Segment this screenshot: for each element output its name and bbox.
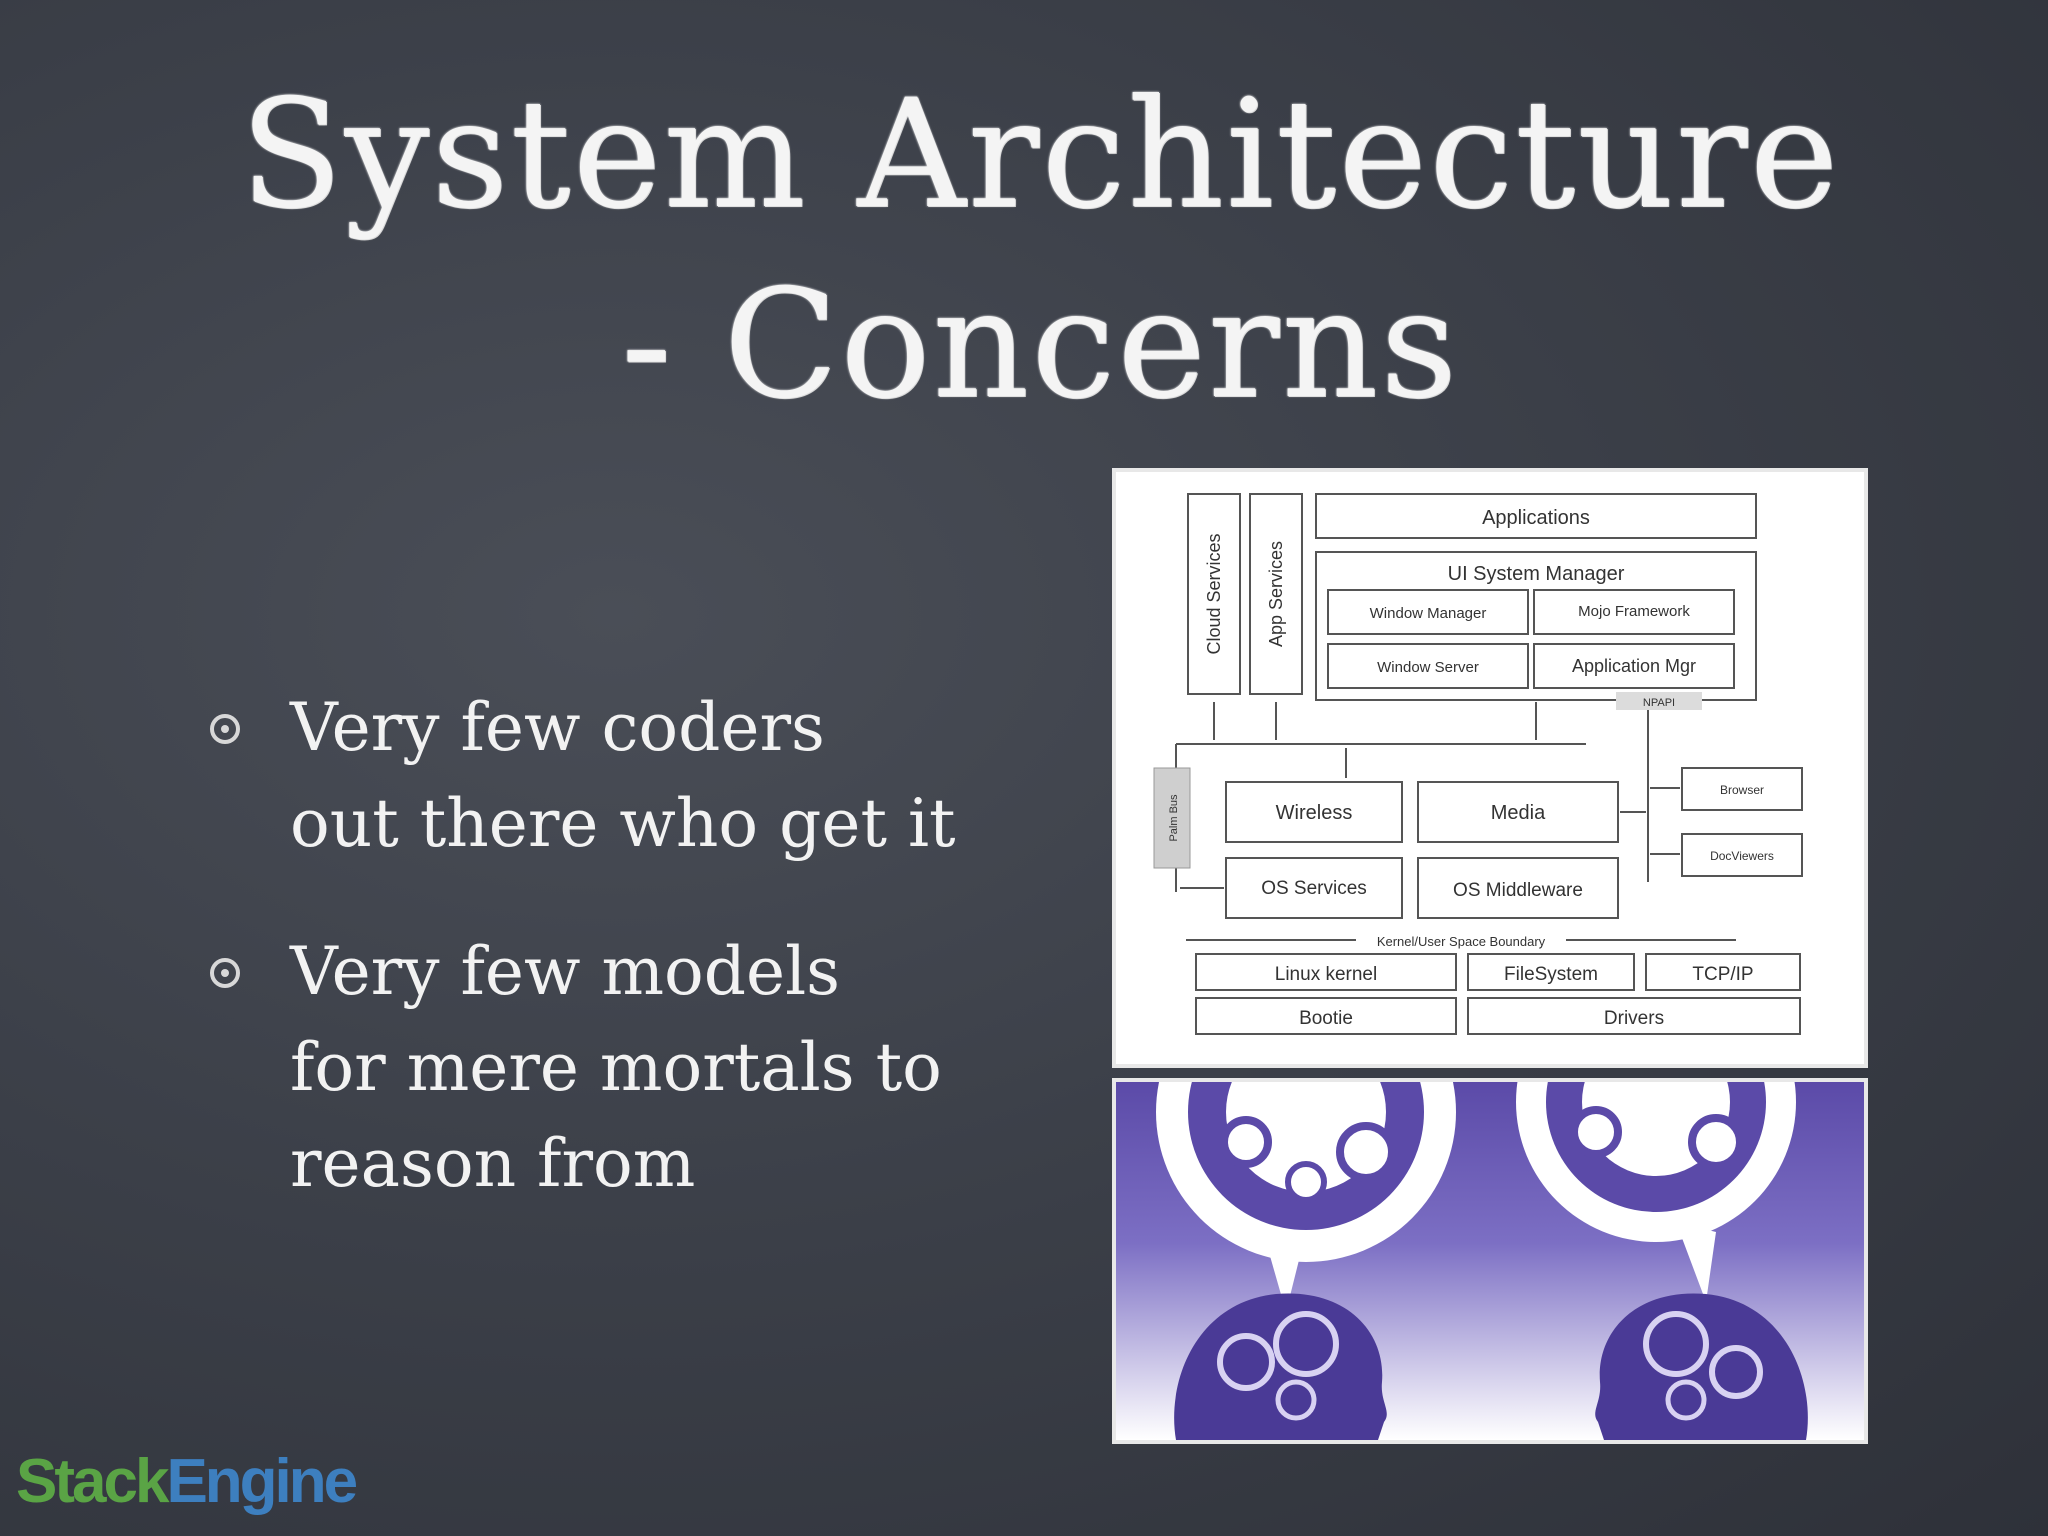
app-services-box	[1249, 493, 1303, 695]
ui-system-manager-label: UI System Manager	[1448, 563, 1625, 585]
os-middleware-box	[1417, 857, 1619, 919]
npapi-box	[1616, 692, 1702, 710]
slide-title: System Architecture - Concerns	[120, 60, 1960, 440]
cloud-services-box	[1187, 493, 1241, 695]
boundary-label: Kernel/User Space Boundary	[1377, 934, 1546, 949]
docviewers-box	[1681, 833, 1803, 877]
bootie-label: Bootie	[1299, 1008, 1353, 1029]
bullet-icon	[210, 958, 240, 988]
cloud-services-label: Cloud Services	[1204, 533, 1224, 654]
right-head-icon	[1595, 1293, 1808, 1440]
palm-bus-box	[1153, 767, 1191, 869]
mojo-framework-label: Mojo Framework	[1578, 603, 1690, 620]
applications-label: Applications	[1482, 507, 1590, 529]
linux-kernel-label: Linux kernel	[1275, 964, 1377, 985]
bootie-box	[1195, 997, 1457, 1035]
os-middleware-label: OS Middleware	[1453, 880, 1583, 901]
left-head-icon	[1174, 1293, 1387, 1440]
bullet-icon	[210, 714, 240, 744]
application-mgr-box	[1533, 643, 1735, 689]
docviewers-label: DocViewers	[1710, 849, 1774, 863]
window-server-label: Window Server	[1377, 659, 1479, 676]
left-gear-icon	[1156, 1082, 1456, 1312]
tcpip-box	[1645, 953, 1801, 991]
npapi-label: NPAPI	[1643, 697, 1675, 709]
mojo-framework-box	[1533, 589, 1735, 635]
os-services-box	[1225, 857, 1403, 919]
browser-box	[1681, 767, 1803, 811]
bullet-item: Very few models for mere mortals to reas…	[210, 924, 1070, 1212]
bullet-list: Very few coders out there who get it Ver…	[210, 680, 1070, 1264]
wireless-box	[1225, 781, 1403, 843]
browser-label: Browser	[1720, 783, 1764, 797]
title-line-2: - Concerns	[620, 258, 1460, 432]
title-line-1: System Architecture	[239, 68, 1841, 242]
window-manager-label: Window Manager	[1370, 605, 1487, 622]
media-label: Media	[1491, 802, 1546, 824]
media-box	[1417, 781, 1619, 843]
tcpip-label: TCP/IP	[1692, 964, 1753, 985]
drivers-label: Drivers	[1604, 1008, 1664, 1029]
gears-heads-svg	[1156, 1082, 1808, 1440]
applications-box	[1315, 493, 1757, 539]
thinking-heads-illustration	[1112, 1078, 1868, 1444]
drivers-box	[1467, 997, 1801, 1035]
bullet-text: Very few models for mere mortals to reas…	[290, 933, 942, 1202]
logo-part-engine: Engine	[166, 1447, 358, 1516]
linux-kernel-box	[1195, 953, 1457, 991]
window-server-box	[1327, 643, 1529, 689]
stackengine-logo: StackEngine	[16, 1446, 358, 1517]
architecture-diagram-svg: Applications UI System Manager Window Ma…	[1153, 493, 1803, 1035]
architecture-diagram: Applications UI System Manager Window Ma…	[1112, 468, 1868, 1068]
bullet-text: Very few coders out there who get it	[290, 689, 956, 862]
palm-bus-label: Palm Bus	[1168, 794, 1180, 842]
app-services-label: App Services	[1266, 541, 1286, 647]
ui-system-manager-box	[1315, 551, 1757, 701]
wireless-label: Wireless	[1276, 802, 1353, 824]
logo-part-stack: Stack	[16, 1447, 169, 1516]
right-gear-icon	[1516, 1082, 1796, 1302]
filesystem-label: FileSystem	[1504, 964, 1598, 985]
filesystem-box	[1467, 953, 1635, 991]
os-services-label: OS Services	[1261, 878, 1367, 899]
application-mgr-label: Application Mgr	[1572, 656, 1696, 676]
bullet-item: Very few coders out there who get it	[210, 680, 1070, 872]
window-manager-box	[1327, 589, 1529, 635]
